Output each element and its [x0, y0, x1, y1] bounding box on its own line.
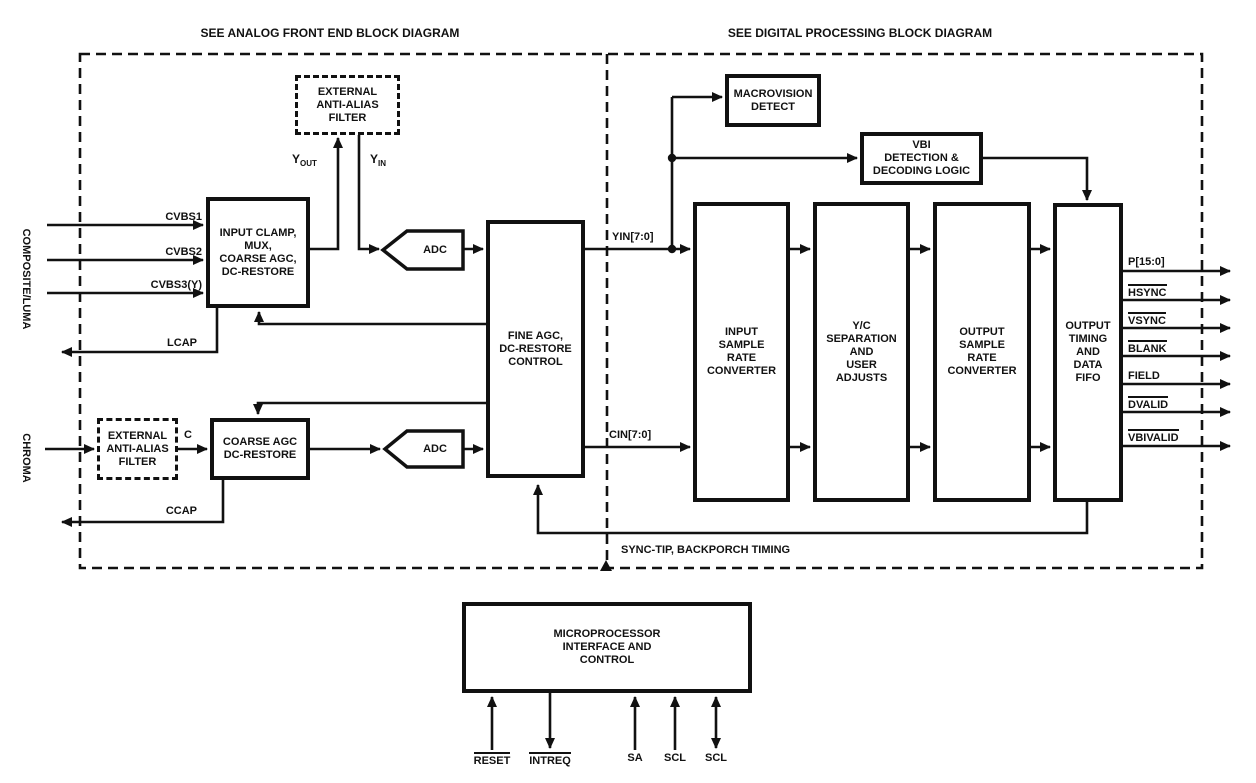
pin-intreq-text: INTREQ: [529, 752, 571, 768]
output-hsync-text: HSYNC: [1128, 284, 1167, 300]
wire-yout: [310, 137, 343, 251]
wire-fb-chroma: [253, 401, 486, 415]
block-yc-separation: Y/C SEPARATION AND USER ADJUSTS: [813, 202, 910, 502]
signal-cvbs3: CVBS3(Y): [150, 279, 202, 291]
signal-y-out: YOUT: [292, 153, 317, 170]
wire-yin: [357, 135, 380, 254]
junction-dot-yin: [667, 244, 677, 254]
adc-luma-label: ADC: [423, 243, 447, 256]
pin-scl: SCL: [658, 752, 692, 765]
output-blank-text: BLANK: [1128, 340, 1167, 356]
output-dvalid-text: DVALID: [1128, 396, 1169, 412]
block-microprocessor-interface: MICROPROCESSOR INTERFACE AND CONTROL: [462, 602, 752, 693]
block-external-anti-alias-filter-chroma: EXTERNAL ANTI-ALIAS FILTER: [97, 418, 178, 480]
block-external-anti-alias-filter-luma: EXTERNAL ANTI-ALIAS FILTER: [295, 75, 400, 135]
adc-chroma-label: ADC: [423, 442, 447, 455]
block-fine-agc: FINE AGC, DC-RESTORE CONTROL: [486, 220, 585, 478]
boundary-dashed-boxes: [78, 52, 1204, 570]
output-blank: BLANK: [1128, 340, 1167, 356]
pin-sa: SA: [618, 752, 652, 765]
output-vbivalid-text: VBIVALID: [1128, 429, 1179, 445]
signal-cvbs1: CVBS1: [165, 211, 202, 223]
output-field: FIELD: [1128, 370, 1160, 383]
output-vbivalid: VBIVALID: [1128, 429, 1179, 445]
pin-reset-text: RESET: [473, 752, 511, 768]
signal-sync-tip: SYNC-TIP, BACKPORCH TIMING: [621, 544, 791, 556]
block-vbi-detection: VBI DETECTION & DECODING LOGIC: [860, 132, 983, 185]
signal-cvbs2: CVBS2: [165, 246, 202, 258]
signal-y-in-sub: IN: [378, 159, 387, 168]
output-p15-0: P[15:0]: [1128, 256, 1165, 269]
pin-scl-2: SCL: [699, 752, 733, 765]
block-output-timing-data-fifo: OUTPUT TIMING AND DATA FIFO: [1053, 203, 1123, 502]
wire-lcap: [61, 306, 219, 357]
output-hsync: HSYNC: [1128, 284, 1167, 300]
junction-dot-vbi: [667, 153, 677, 163]
label-composite-luma: COMPOSITE/LUMA: [20, 228, 32, 330]
signal-wires: [45, 92, 1231, 750]
title-digital-section: SEE DIGITAL PROCESSING BLOCK DIAGRAM: [727, 26, 993, 40]
signal-y-in-base: Y: [370, 152, 379, 166]
signal-y-out-base: Y: [292, 152, 301, 166]
output-field-text: FIELD: [1128, 370, 1160, 382]
wire-fb-luma: [254, 311, 486, 326]
signal-ccap: CCAP: [165, 505, 197, 517]
pin-scl-2-text: SCL: [705, 752, 727, 764]
signal-c: C: [184, 429, 192, 441]
signal-lcap: LCAP: [167, 337, 197, 349]
pin-reset: RESET: [462, 752, 522, 768]
signal-y-in: YIN: [370, 153, 386, 170]
title-analog-section: SEE ANALOG FRONT END BLOCK DIAGRAM: [200, 26, 460, 40]
block-input-sample-rate-converter: INPUT SAMPLE RATE CONVERTER: [693, 202, 790, 502]
output-p15-0-text: P[15:0]: [1128, 256, 1165, 268]
wire-ccap: [61, 478, 225, 527]
adc-luma-symbol: [380, 229, 465, 271]
block-input-clamp: INPUT CLAMP, MUX, COARSE AGC, DC-RESTORE: [206, 197, 310, 308]
pin-sa-text: SA: [627, 752, 643, 764]
output-vsync: VSYNC: [1128, 312, 1166, 328]
pin-intreq: INTREQ: [519, 752, 581, 768]
signal-y-out-sub: OUT: [300, 159, 317, 168]
block-output-sample-rate-converter: OUTPUT SAMPLE RATE CONVERTER: [933, 202, 1031, 502]
block-coarse-agc: COARSE AGC DC-RESTORE: [210, 418, 310, 480]
adc-chroma-symbol: [382, 429, 465, 469]
signal-yin-bus: YIN[7:0]: [612, 231, 654, 243]
wire-vbi-to-fifo: [983, 156, 1092, 201]
adc-symbols: [380, 229, 465, 469]
output-dvalid: DVALID: [1128, 396, 1169, 412]
divider-arrow-icon: [600, 560, 612, 571]
analog-digital-boundary: [78, 52, 1204, 570]
wire-sync-tip-feedback: [533, 484, 1089, 535]
output-vsync-text: VSYNC: [1128, 312, 1166, 328]
block-macrovision-detect: MACROVISION DETECT: [725, 74, 821, 127]
pin-scl-text: SCL: [664, 752, 686, 764]
signal-cin-bus: CIN[7:0]: [609, 429, 652, 441]
label-chroma: CHROMA: [20, 433, 32, 483]
